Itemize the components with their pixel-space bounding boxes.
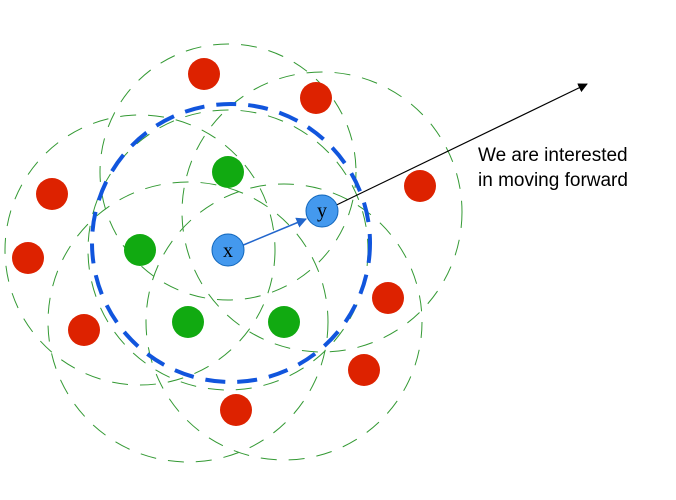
red-dot [220,394,252,426]
node-y-circle [305,194,339,228]
region-circle [4,114,276,386]
green-dot [172,306,204,338]
region-circle [181,71,463,353]
neighborhood-circle [90,102,372,384]
forward-arrow [321,83,588,213]
region-circle [145,183,423,461]
green-dot [212,156,244,188]
annotation-line-1: We are interested [478,145,628,166]
green-dot [124,234,156,266]
region-circle [99,43,357,301]
green-dot [268,306,300,338]
red-dot [12,242,44,274]
red-dot [404,170,436,202]
node-y: y [305,194,339,228]
red-dot [372,282,404,314]
red-dots [12,58,436,426]
annotation-text: We are interested in moving forward [478,143,628,193]
region-circles [4,43,463,463]
node-x: x [211,233,245,267]
step-arrow [240,217,307,247]
red-dot [188,58,220,90]
red-dot [300,82,332,114]
node-x-label: x [223,240,233,262]
node-y-label: y [317,200,327,222]
red-dot [68,314,100,346]
annotation-line-2: in moving forward [478,170,628,191]
red-dot [36,178,68,210]
red-dot [348,354,380,386]
node-x-circle [211,233,245,267]
green-dots [124,156,300,338]
region-circle [47,181,329,463]
